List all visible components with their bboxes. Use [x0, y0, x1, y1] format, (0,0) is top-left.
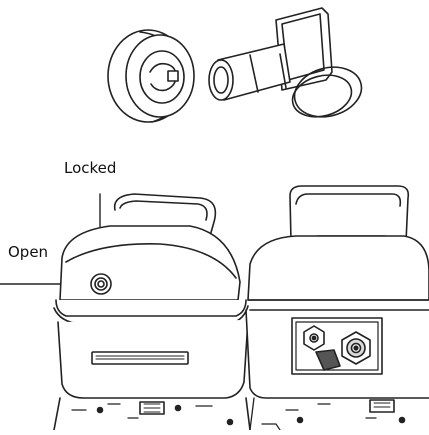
- key-ring-icon: [291, 66, 363, 118]
- connector-nut: [341, 331, 371, 365]
- lock-knob: [90, 273, 112, 295]
- open-label: Open: [8, 243, 49, 261]
- key-icon: [208, 7, 333, 101]
- power-jack: [303, 325, 325, 351]
- locked-label: Locked: [64, 159, 117, 177]
- right-device: [245, 185, 429, 431]
- lock-cylinder-icon: [107, 29, 195, 123]
- left-device: [53, 193, 251, 431]
